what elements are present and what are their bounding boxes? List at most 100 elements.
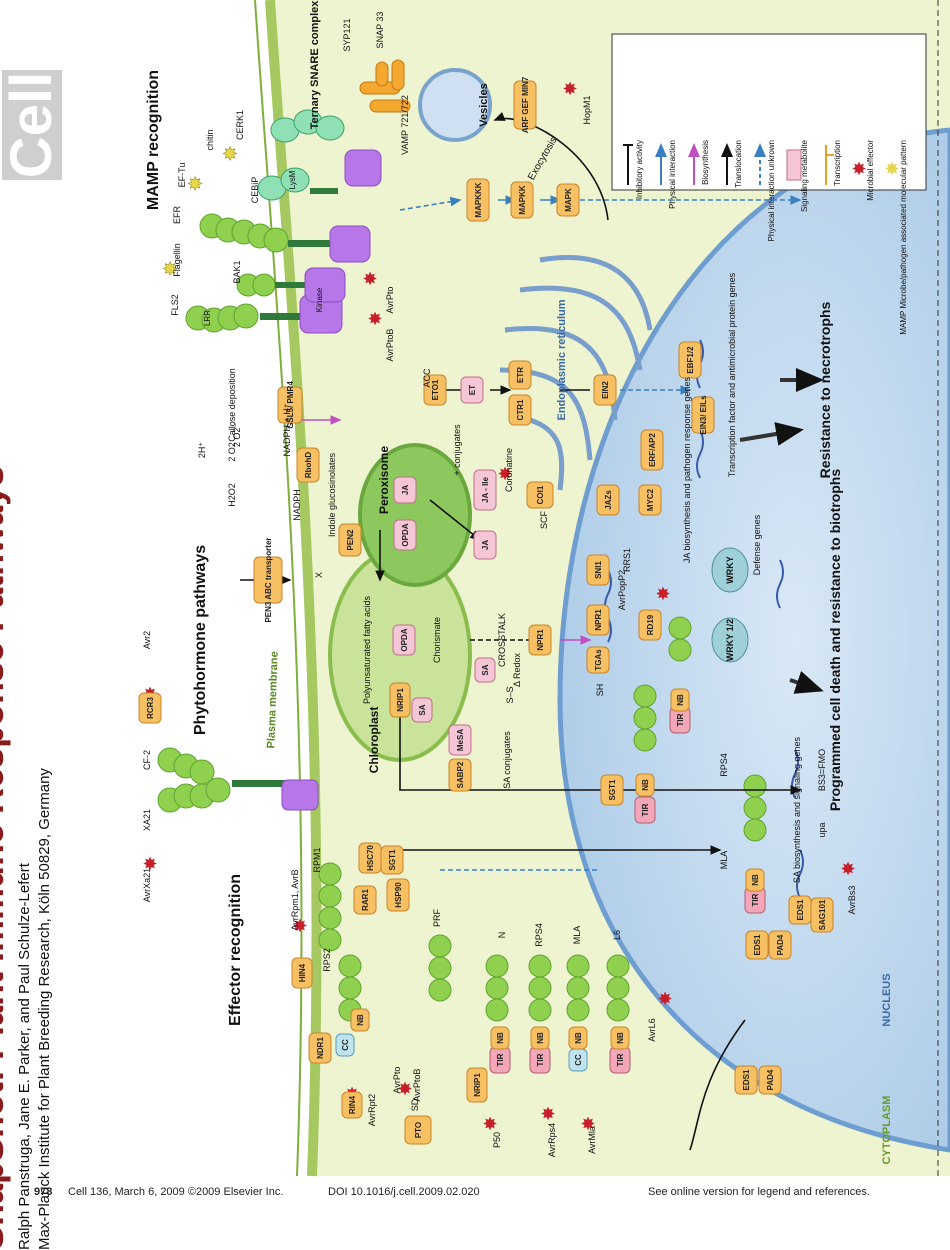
- footer-page: 978: [34, 1186, 53, 1198]
- erf-ap2-box: [640, 429, 664, 471]
- legend-item: Translocation: [721, 140, 743, 188]
- nb-n-box: [530, 1026, 550, 1050]
- vamp-label: VAMP 721/722: [400, 95, 410, 155]
- hin4-box: [291, 957, 313, 989]
- rbohd-label: RbohD: [304, 452, 313, 478]
- tir-nuc-box: [634, 796, 656, 824]
- pen3-label: PEN3 ABC transporter: [264, 537, 273, 622]
- redox-label: Δ Redox: [512, 652, 522, 687]
- legend-label: Microbial effector: [866, 140, 875, 201]
- nb-rpm1-box: [350, 1008, 370, 1032]
- tir-l6-label: TIR: [616, 1053, 625, 1066]
- nb-l6-label: NB: [616, 1032, 625, 1044]
- tir-rps4-label: TIR: [496, 1053, 505, 1066]
- eds1-nuc-box: [745, 930, 769, 960]
- microbial-effector-icon: ✸: [397, 1079, 412, 1099]
- tir-nuc2-label: TIR: [676, 713, 685, 726]
- avrptob-eff-label: AvrPtoB: [412, 1069, 422, 1102]
- effector-recognition-heading: Effector recognition: [227, 874, 244, 1026]
- pen2-label: PEN2: [346, 529, 355, 550]
- sgt1-box: [380, 845, 404, 875]
- cebip-cerk1: [257, 109, 382, 201]
- bak1-receptor: [236, 267, 346, 303]
- flagellin-label: Flagellin: [172, 243, 182, 277]
- microbial-effector-icon: ✸: [540, 1104, 555, 1124]
- myc2-box: [638, 484, 662, 516]
- ctr1-label: CTR1: [516, 399, 525, 420]
- mapkkk-box: [466, 178, 490, 222]
- effector-stars: ✸✸✸✸✸✸✸✸✸✸✸✸✸✸✸✸✸✸: [142, 79, 855, 1134]
- microbial-effector-icon: ✸: [657, 989, 672, 1009]
- nb-nuc-label: NB: [641, 779, 650, 791]
- legend-item: Inhibitory activity: [623, 140, 644, 199]
- avrrps4-label: AvrRps4: [547, 1123, 557, 1157]
- nb-rps4-nuc-label: NB: [751, 874, 760, 886]
- sh-label: SH: [595, 684, 605, 697]
- eds1-cyto-box: [734, 1065, 758, 1095]
- mapkk-box: [510, 181, 534, 219]
- coi1-box: [526, 481, 554, 509]
- nb-rps4-box: [490, 1026, 510, 1050]
- chitin-label: chitin: [205, 129, 215, 150]
- sd-label: SD: [410, 1098, 420, 1111]
- n-label: N: [497, 932, 507, 939]
- arf-gef-label: ARF GEF MIN7: [521, 76, 530, 133]
- ndr1-label: NDR1: [316, 1037, 325, 1059]
- microbial-effector-icon: ✸: [497, 464, 512, 484]
- etr-box: [508, 360, 532, 390]
- rps2-label: RPS2: [322, 948, 332, 972]
- sni1-label: SNI1: [594, 561, 603, 579]
- legend-item: ✸MAMP Microbe/pathogen associated molecu…: [884, 140, 908, 335]
- indole-label: Indole glucosinolates: [327, 452, 337, 537]
- rd19-box: [638, 609, 662, 641]
- legend-item: Physical interaction unkrown: [754, 140, 776, 241]
- callose-label: Callose deposition: [227, 368, 237, 442]
- nrip1-n-label: NRIP1: [473, 1073, 482, 1097]
- fls2-receptor: [185, 294, 343, 334]
- pufa-label: Polyunsaturated fatty acids: [362, 595, 372, 704]
- avrpop2-label: AvrPopP2: [617, 570, 627, 610]
- mamp-heading: MAMP recognition: [145, 70, 162, 210]
- ctr1-box: [508, 394, 532, 426]
- cc-rpm1-label: CC: [341, 1039, 350, 1051]
- phytohormone-heading: Phytohormone pathways: [192, 545, 209, 735]
- rin4-label: RIN4: [348, 1095, 357, 1114]
- microbial-effector-icon: ✸: [840, 859, 855, 879]
- arf-gef-box: [513, 80, 537, 130]
- nb-n-label: NB: [536, 1032, 545, 1044]
- pad4-cyto-label: PAD4: [766, 1069, 775, 1090]
- snap33-label: SNAP 33: [375, 12, 385, 49]
- upa-label: upa: [817, 822, 827, 837]
- ebf-label: EBF1/2: [686, 346, 695, 374]
- microbial-effector-icon: ✸: [562, 79, 577, 99]
- cebip-label: CEBiP: [250, 177, 260, 204]
- opda-peroxisome-box: [393, 519, 417, 551]
- legend-label: Physical interaction unkrown: [767, 140, 776, 241]
- acc-label: ACC: [422, 368, 432, 388]
- rbohd-box: [296, 447, 320, 483]
- cerk1-label: CERK1: [235, 110, 245, 140]
- legend-label: Translocation: [734, 140, 743, 188]
- hsp90-label: HSP90: [394, 882, 403, 908]
- sni1-box: [586, 554, 610, 586]
- hsp90-box: [386, 878, 410, 912]
- avrrpm1-label: AvrRpm1, AvrB: [290, 869, 300, 930]
- tf-genes-label: Transcription factor and antimicrobial p…: [727, 272, 737, 477]
- legend-item: Physical interaction: [655, 140, 677, 209]
- nadph2-label: NADPH + H⁺: [282, 403, 292, 456]
- eds1-cyto-label: EDS1: [742, 1069, 751, 1090]
- saconj-label: SA conjugates: [502, 731, 512, 789]
- npr1-cyto-box: [528, 624, 552, 656]
- eftu-label: EF-Tu: [177, 163, 187, 188]
- nb-lrr-chains: [318, 616, 767, 1022]
- x-label: X: [314, 572, 324, 578]
- p50-label: P50: [492, 1132, 502, 1148]
- ja-peroxisome-label: JA: [401, 485, 410, 495]
- nrip1-n-box: [466, 1067, 488, 1103]
- sag101-box: [810, 897, 834, 933]
- avrpto-eff-label: AvrPto: [392, 1067, 402, 1094]
- gsl5-pmr4-label: GSL5/ PMR4: [286, 381, 295, 429]
- jazs-label: JAZs: [604, 490, 613, 510]
- ein3-label: EIN3/ EILs: [699, 395, 708, 435]
